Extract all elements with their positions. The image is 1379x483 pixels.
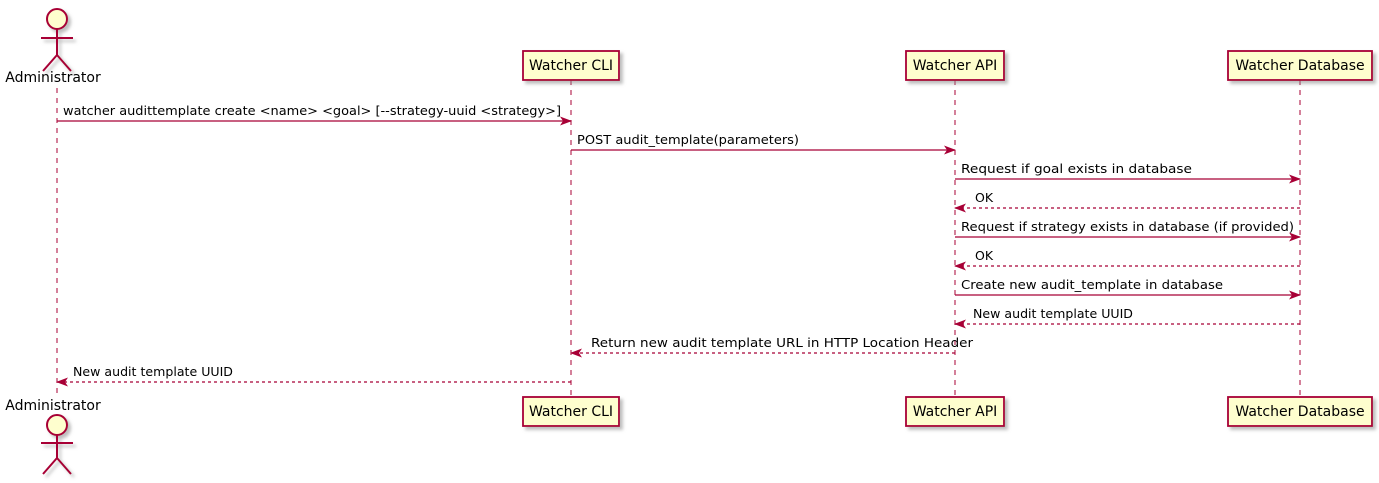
- message-label: Request if goal exists in database: [961, 161, 1192, 176]
- message-7-create-audit-template-db: Create new audit_template in database: [955, 277, 1301, 300]
- participant-label: Watcher Database: [1235, 404, 1364, 420]
- message-5-request-strategy-exists: Request if strategy exists in database (…: [955, 219, 1301, 242]
- actor-administrator-bottom: Administrator: [5, 398, 101, 475]
- message-6-ok-strategy: OK: [954, 248, 1300, 271]
- participant-box: [1227, 396, 1373, 427]
- participant-label: Watcher API: [913, 404, 998, 420]
- message-label: POST audit_template(parameters): [577, 132, 799, 147]
- message-label: New audit template UUID: [973, 306, 1133, 321]
- message-2-post-audit-template: POST audit_template(parameters): [571, 132, 956, 155]
- participant-box: [522, 50, 620, 81]
- participant-label: Watcher CLI: [529, 404, 613, 420]
- participant-box: [905, 396, 1005, 427]
- actor-icon: [41, 8, 73, 72]
- participant-watcher-db-bottom: Watcher Database: [1227, 396, 1373, 427]
- participant-label: Watcher Database: [1235, 58, 1364, 74]
- participant-label: Watcher CLI: [529, 58, 613, 74]
- message-label: OK: [975, 190, 994, 205]
- participant-watcher-cli-top: Watcher CLI: [522, 50, 620, 81]
- message-9-return-url-location-header: Return new audit template URL in HTTP Lo…: [570, 335, 974, 358]
- actor-label: Administrator: [5, 398, 101, 414]
- message-label: Return new audit template URL in HTTP Lo…: [591, 335, 974, 350]
- actor-icon: [41, 414, 73, 475]
- message-10-new-audit-template-uuid-cli: New audit template UUID: [56, 364, 571, 387]
- participant-box: [1227, 50, 1373, 81]
- participant-watcher-api-top: Watcher API: [905, 50, 1005, 81]
- actor-label: Administrator: [5, 70, 101, 86]
- message-label: OK: [975, 248, 994, 263]
- participant-box: [522, 396, 620, 427]
- actor-administrator-top: Administrator: [5, 8, 101, 86]
- message-label: watcher audittemplate create <name> <goa…: [63, 103, 561, 118]
- message-label: New audit template UUID: [73, 364, 233, 379]
- message-label: Request if strategy exists in database (…: [961, 219, 1294, 234]
- message-3-request-goal-exists: Request if goal exists in database: [955, 161, 1301, 184]
- message-label: Create new audit_template in database: [961, 277, 1223, 292]
- message-8-new-audit-template-uuid-db: New audit template UUID: [954, 306, 1300, 329]
- message-1-create-audittemplate: watcher audittemplate create <name> <goa…: [57, 103, 572, 126]
- participant-label: Watcher API: [913, 58, 998, 74]
- message-4-ok-goal: OK: [954, 190, 1300, 213]
- participant-box: [905, 50, 1005, 81]
- participant-watcher-api-bottom: Watcher API: [905, 396, 1005, 427]
- participant-watcher-cli-bottom: Watcher CLI: [522, 396, 620, 427]
- participant-watcher-db-top: Watcher Database: [1227, 50, 1373, 81]
